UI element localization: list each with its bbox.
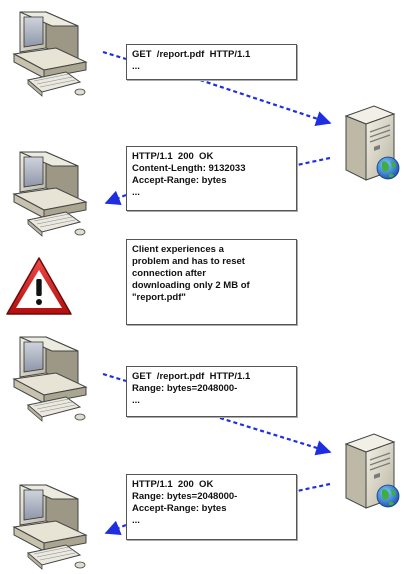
response-1-line-1: HTTP/1.1 200 OK: [132, 151, 214, 162]
request-2-line-2: Range: bytes=2048000-: [132, 383, 238, 394]
note-line-4: downloading only 2 MB of: [132, 280, 250, 291]
response-1-line-3: Accept-Range: bytes: [132, 175, 227, 186]
note-line-2: problem and has to reset: [132, 256, 245, 267]
response-message-box-1: HTTP/1.1 200 OK Content-Length: 9132033 …: [126, 146, 297, 211]
response-arrow-1a: [296, 156, 331, 167]
response-2-line-3: Accept-Range: bytes: [132, 503, 227, 514]
response-arrow-2a: [296, 482, 331, 493]
request-message-box-2: GET /report.pdf HTTP/1.1 Range: bytes=20…: [126, 366, 297, 417]
client-computer-icon-4: [13, 484, 87, 570]
request-1-line-2: ...: [132, 61, 140, 72]
response-1-line-2: Content-Length: 9132033: [132, 163, 246, 174]
request-2-line-3: ...: [132, 395, 140, 406]
request-arrow-2b: [219, 416, 332, 456]
request-2-line-1: GET /report.pdf HTTP/1.1: [132, 371, 251, 382]
request-1-line-1: GET /report.pdf HTTP/1.1: [132, 49, 251, 60]
warning-triangle-icon: [6, 257, 72, 315]
server-globe-icon-2: [345, 433, 400, 509]
response-arrow-1b: [104, 190, 127, 206]
client-computer-icon-2: [13, 151, 87, 237]
response-1-line-4: ...: [132, 187, 140, 198]
server-globe-icon-1: [345, 105, 400, 181]
response-2-line-2: Range: bytes=2048000-: [132, 491, 238, 502]
response-arrow-2b: [104, 520, 127, 536]
request-arrow-1b: [199, 78, 332, 126]
response-2-line-4: ...: [132, 515, 140, 526]
request-message-box-1: GET /report.pdf HTTP/1.1 ...: [126, 44, 297, 80]
response-message-box-2: HTTP/1.1 200 OK Range: bytes=2048000- Ac…: [126, 474, 297, 540]
client-computer-icon-3: [13, 336, 87, 422]
note-line-5: "report.pdf": [132, 292, 186, 303]
note-line-1: Client experiences a: [132, 244, 224, 255]
response-2-line-1: HTTP/1.1 200 OK: [132, 479, 214, 490]
error-note-box: Client experiences a problem and has to …: [126, 239, 297, 325]
note-line-3: connection after: [132, 268, 206, 279]
client-computer-icon-1: [13, 11, 87, 97]
